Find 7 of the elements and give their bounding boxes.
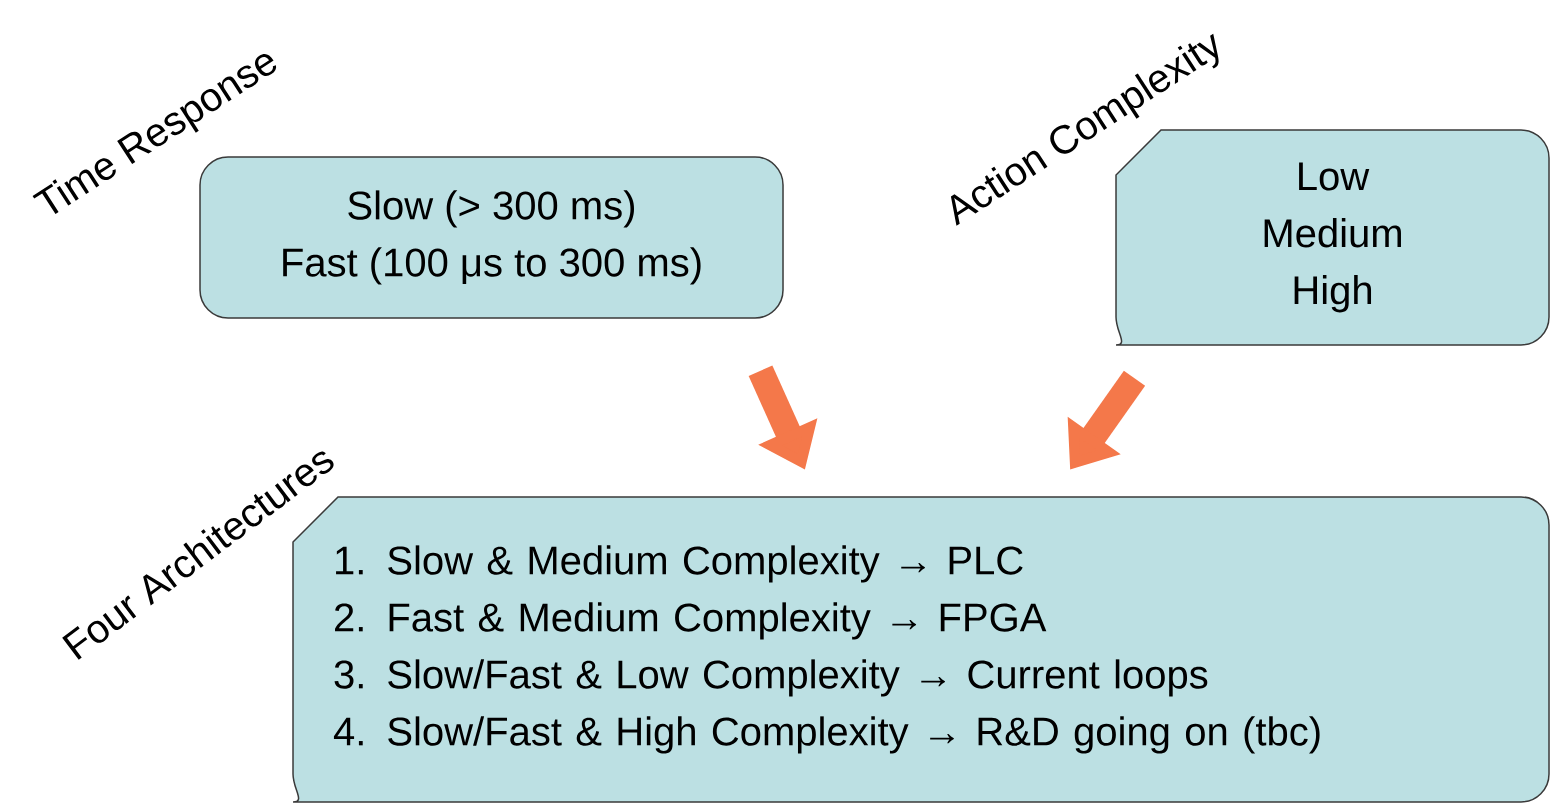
- rounded-box: Slow (> 300 ms) Fast (100 μs to 300 ms): [199, 156, 784, 319]
- node-label: 2. Fast & Medium Complexity → FPGA: [335, 602, 1047, 640]
- rounded-box: 1. Slow & Medium Complexity → PLC 2. Fast & Medium Complexity → FPGA 3. Slow/Fast & Low Complexity → Current loops 4. Slow/Fast & High Complexity → R&D going on (tbc): [292, 496, 1550, 803]
- node-label: 4. Slow/Fast & High Complexity → R&D going on (tbc): [333, 716, 1320, 754]
- rounded-box: Low Medium High: [1115, 129, 1550, 346]
- node-label: 1. Slow & Medium Complexity → PLC: [336, 545, 1023, 583]
- node-label: 3. Slow/Fast & Low Complexity → Current loops: [334, 659, 1208, 697]
